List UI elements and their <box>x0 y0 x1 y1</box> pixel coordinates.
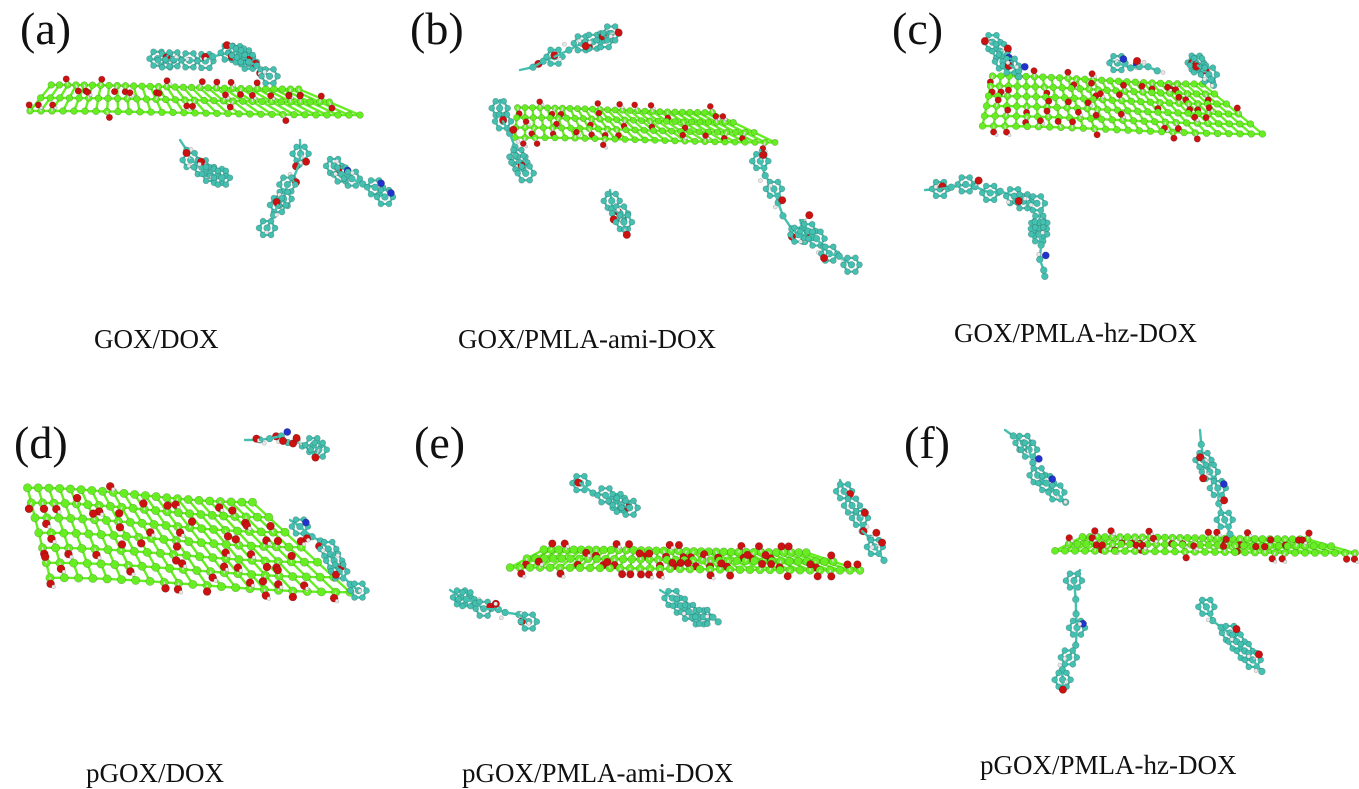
panel-a-structure <box>25 41 397 239</box>
panel-b-structure <box>488 23 863 275</box>
panel-label-c: (c) <box>892 3 944 54</box>
panel-d-structure <box>22 428 370 604</box>
panel-f-structure <box>1003 428 1359 694</box>
caption-c: GOX/PMLA-hz-DOX <box>954 318 1197 348</box>
panel-label-d: (d) <box>14 417 68 468</box>
caption-a: GOX/DOX <box>94 324 219 354</box>
caption-e: pGOX/PMLA-ami-DOX <box>462 758 734 788</box>
panel-label-f: (f) <box>904 417 950 468</box>
panel-e-structure <box>448 472 888 632</box>
panel-label-b: (b) <box>410 3 464 54</box>
panel-label-e: (e) <box>414 417 466 468</box>
caption-b: GOX/PMLA-ami-DOX <box>458 324 716 354</box>
panel-label-a: (a) <box>20 3 72 54</box>
caption-d: pGOX/DOX <box>86 758 224 788</box>
panel-c-structure <box>923 31 1267 281</box>
caption-f: pGOX/PMLA-hz-DOX <box>980 750 1237 780</box>
